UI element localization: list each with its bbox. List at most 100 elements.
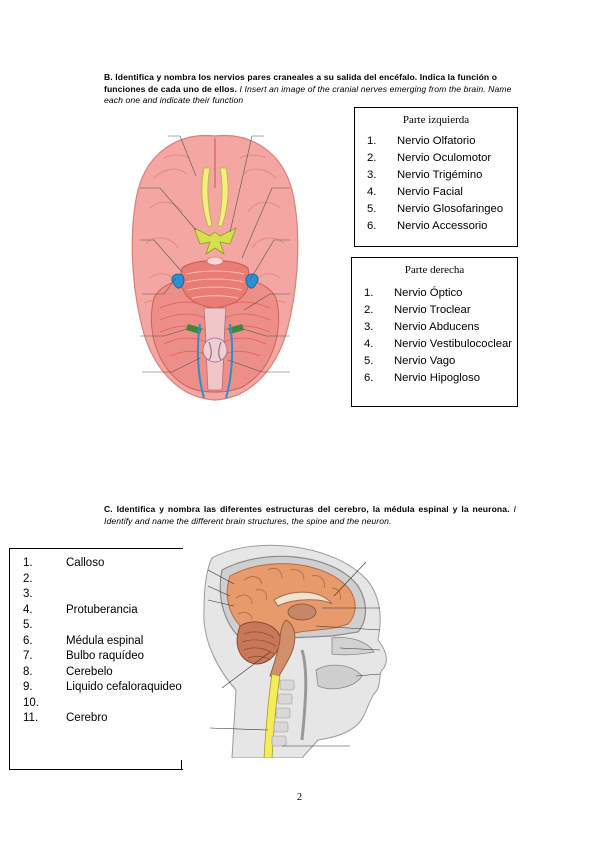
left-nerve-item-number: 6. — [367, 220, 377, 232]
left-nerve-item-label: Nervio Trigémino — [397, 169, 483, 181]
pharynx — [300, 649, 308, 741]
structure-item-number: 5. — [23, 619, 33, 631]
structure-item-number: 4. — [23, 603, 33, 616]
structure-item-number: 2. — [23, 572, 33, 585]
left-nerve-item-number: 1. — [367, 135, 377, 147]
structure-item-number: 3. — [23, 588, 33, 600]
left-nerve-item-number: 3. — [367, 169, 377, 181]
structure-item-label: Bulbo raquídeo — [66, 650, 145, 662]
right-nerve-item: 4. Nervio Vestibulococlear — [364, 336, 517, 353]
left-nerve-item: 5. Nervio Glosofaringeo — [367, 201, 517, 218]
structure-item: 6. Médula espinal — [23, 634, 183, 650]
left-nerve-item: 1. Nervio Olfatorio — [367, 133, 517, 150]
structure-item: 11. Cerebro — [23, 711, 183, 727]
right-nerve-item-label: Nervio Hipogloso — [394, 372, 481, 384]
right-nerve-item-number: 3. — [364, 321, 374, 333]
structure-item: 7. Bulbo raquídeo — [23, 649, 183, 665]
structure-item-label: Cerebelo — [66, 665, 113, 678]
nasal-cavity — [331, 637, 375, 656]
trigeminal-nerve-right — [245, 273, 259, 289]
structure-item: 10. — [23, 696, 183, 712]
section-c-instruction-italic: I Identify and name the different brain … — [104, 504, 516, 526]
page-number: 2 — [297, 792, 302, 803]
right-nerve-item-number: 6. — [364, 372, 374, 384]
structure-item-number: 9. — [23, 681, 33, 693]
left-nerve-item-number: 2. — [367, 152, 377, 164]
right-nerve-item: 6. Nervio Hipogloso — [364, 370, 517, 387]
structure-item-number: 11. — [23, 712, 39, 724]
structure-item-number: 8. — [23, 665, 33, 678]
structure-item-label — [66, 587, 183, 603]
right-nerve-item: 2. Nervio Troclear — [364, 302, 517, 319]
sagittal-head-diagram — [203, 544, 387, 758]
optic-chiasm — [193, 227, 237, 255]
structure-item-number: 1. — [23, 557, 33, 569]
right-nerve-item-label: Nervio Abducens — [394, 321, 480, 333]
olfactory-tract-right — [217, 167, 229, 227]
accessory-nerve-left — [196, 323, 205, 399]
left-nerve-item-number: 5. — [367, 203, 377, 215]
section-b-instruction-bold: B. Identifica y nombra los nervios pares… — [104, 72, 498, 94]
left-nerve-item-label: Nervio Facial — [397, 186, 463, 198]
structures-list: 1. Calloso 2. 3. 4. Protuberancia 5. 6. Médula e… — [23, 556, 183, 727]
left-nerves-box: Parte izquierda 1. Nervio Olfatorio 2. Nerv… — [354, 107, 518, 247]
spinal-cord — [263, 673, 281, 758]
left-box-title: Parte izquierda — [402, 114, 470, 126]
left-nerve-item: 2. Nervio Oculomotor — [367, 150, 517, 167]
left-nerve-item-number: 4. — [367, 186, 377, 198]
structure-item: 3. — [23, 587, 183, 603]
structure-item: 8. Cerebelo — [23, 665, 183, 681]
structures-box: 1. Calloso 2. 3. 4. Protuberancia 5. 6. Médula e… — [9, 548, 183, 770]
corpus-callosum — [273, 591, 333, 607]
trigeminal-nerve-left — [171, 273, 185, 289]
right-nerve-item: 1. Nervio Óptico — [364, 285, 517, 302]
left-nerve-item-label: Nervio Oculomotor — [397, 152, 492, 164]
right-nerve-item-number: 5. — [364, 355, 374, 367]
left-nerve-item-label: Nervio Accessorio — [397, 220, 488, 232]
structure-item-number: 10. — [23, 696, 39, 709]
structure-item: 4. Protuberancia — [23, 603, 183, 619]
right-nerves-box: Parte derecha 1. Nervio Óptico 2. Nervio Tr… — [351, 257, 518, 407]
structures-box-right-edge — [181, 760, 182, 769]
structure-item-number: 7. — [23, 650, 33, 662]
right-nerve-item-label: Nervio Troclear — [394, 304, 471, 316]
section-b-instruction-italic: I Insert an image of the cranial nerves … — [104, 83, 512, 106]
left-nerve-item-label: Nervio Glosofaringeo — [397, 203, 504, 215]
left-nerve-item: 4. Nervio Facial — [367, 184, 517, 201]
thalamus — [287, 603, 317, 621]
spinal-cord-section — [202, 337, 228, 363]
structure-item: 5. — [23, 618, 183, 634]
accessory-nerve-right — [225, 323, 234, 399]
right-nerve-item-label: Nervio Vago — [394, 355, 456, 367]
right-nerve-item: 3. Nervio Abducens — [364, 319, 517, 336]
left-nerve-item: 3. Nervio Trigémino — [367, 167, 517, 184]
right-nerve-item-number: 2. — [364, 304, 374, 316]
right-nerve-item: 5. Nervio Vago — [364, 353, 517, 370]
right-box-title: Parte derecha — [404, 264, 465, 276]
right-nerve-item-number: 4. — [364, 338, 374, 350]
left-nerve-item-label: Nervio Olfatorio — [397, 135, 476, 147]
section-b-instruction: B. Identifica y nombra los nervios pares… — [104, 72, 516, 107]
right-nerve-item-label: Nervio Óptico — [394, 287, 463, 299]
structure-item-label — [66, 618, 183, 634]
ventral-brain-diagram — [131, 134, 299, 401]
structure-item-label: Médula espinal — [66, 634, 144, 647]
structure-item: 9. Liquido cefaloraquideo — [23, 680, 183, 696]
right-nerves-list: 1. Nervio Óptico 2. Nervio Troclear 3. Nervio… — [364, 285, 517, 387]
left-nerves-list: 1. Nervio Olfatorio 2. Nervio Oculomotor 3. N… — [367, 133, 517, 235]
structure-item-label — [66, 572, 183, 588]
structure-item-label: Liquido cefaloraquideo — [66, 681, 182, 693]
structure-item: 2. — [23, 572, 183, 588]
right-nerve-item-label: Nervio Vestibulococlear — [394, 338, 513, 350]
structure-item-label — [66, 696, 183, 712]
structure-item-number: 6. — [23, 634, 33, 647]
structure-item-label: Cerebro — [66, 712, 108, 724]
section-c-instruction-bold: C. Identifica y nombra las diferentes es… — [104, 504, 510, 514]
structure-item-label: Calloso — [66, 557, 105, 569]
mammillary-bodies — [206, 256, 224, 266]
tongue — [315, 664, 363, 690]
left-nerve-item: 6. Nervio Accessorio — [367, 218, 517, 235]
structure-item: 1. Calloso — [23, 556, 183, 572]
right-nerve-item-number: 1. — [364, 287, 374, 299]
structure-item-label: Protuberancia — [66, 603, 138, 616]
